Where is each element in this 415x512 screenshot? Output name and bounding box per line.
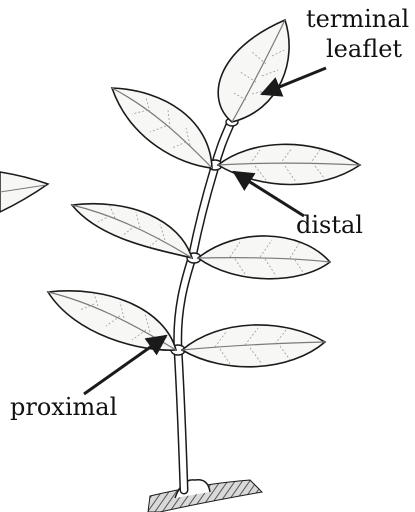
ground-base xyxy=(148,480,262,512)
rachis-stem xyxy=(171,118,238,490)
label-proximal: proximal xyxy=(10,394,117,420)
label-terminal: terminal xyxy=(306,6,409,32)
arrow-proximal xyxy=(84,336,166,394)
leaflet-lower-right xyxy=(182,325,325,367)
leaflet-upper-right xyxy=(218,144,360,184)
leaflet-middle-right xyxy=(198,236,330,279)
label-leaflet: leaflet xyxy=(326,36,402,62)
label-distal: distal xyxy=(296,212,363,238)
leaflet-upper-left xyxy=(112,88,212,168)
partial-leaflet-left-edge xyxy=(0,172,48,212)
leaflet-middle-left xyxy=(72,204,192,258)
terminal-leaflet xyxy=(218,20,289,122)
